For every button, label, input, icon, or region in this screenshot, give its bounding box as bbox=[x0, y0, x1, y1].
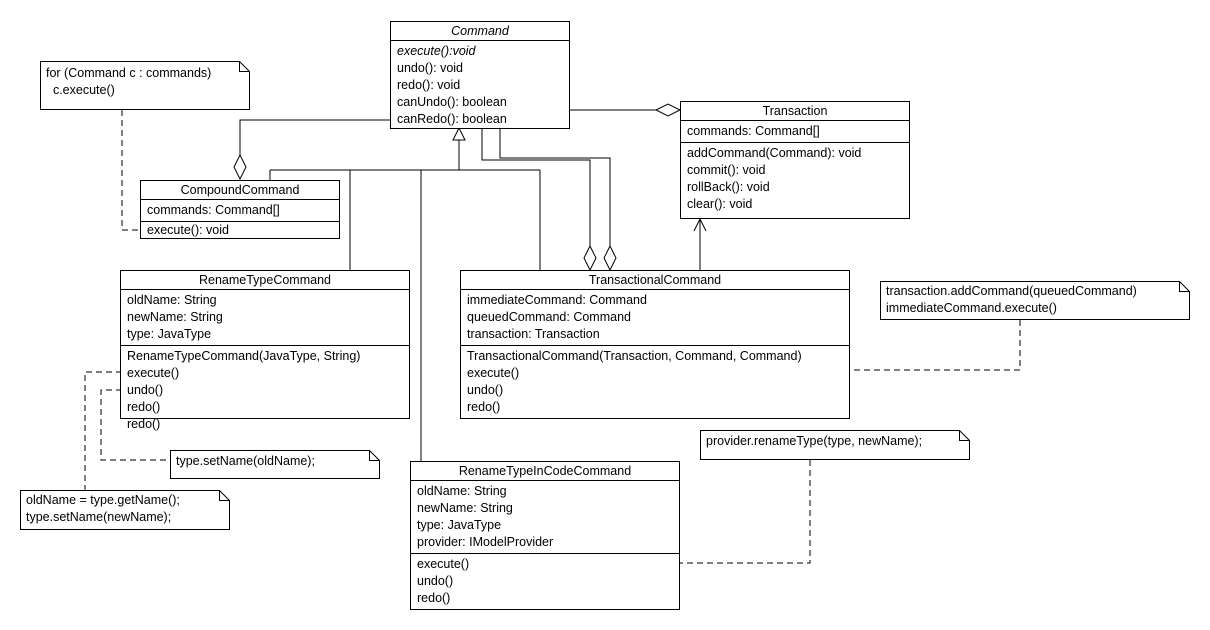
attribute: type: JavaType bbox=[127, 327, 212, 341]
note-shape bbox=[170, 450, 380, 479]
attribute: commands: Command[] bbox=[687, 124, 820, 138]
operation: undo(): void bbox=[397, 61, 464, 75]
note-compound-execute[interactable]: for (Command c : commands) c.execute() bbox=[40, 61, 250, 110]
attribute: oldName: String bbox=[417, 484, 507, 498]
class-compound-command[interactable]: CompoundCommand commands: Command[] exec… bbox=[140, 180, 340, 239]
transactional-aggregation-line-1 bbox=[481, 128, 591, 246]
class-name: RenameTypeInCodeCommand bbox=[411, 462, 679, 481]
attributes: immediateCommand: Command queuedCommand:… bbox=[461, 290, 849, 346]
note-line: for (Command c : commands) bbox=[46, 66, 212, 80]
attributes: oldName: String newName: String type: Ja… bbox=[411, 481, 679, 554]
class-rename-type-command[interactable]: RenameTypeCommand oldName: String newNam… bbox=[120, 270, 410, 431]
operation: RenameTypeCommand(JavaType, String) bbox=[127, 349, 361, 363]
class-name: CompoundCommand bbox=[141, 181, 339, 200]
attribute: type: JavaType bbox=[417, 518, 502, 532]
note-line: c.execute() bbox=[46, 83, 115, 97]
operation: undo() bbox=[467, 383, 504, 397]
attribute: immediateCommand: Command bbox=[467, 293, 647, 307]
attribute: newName: String bbox=[127, 310, 223, 324]
compound-aggregation-diamond bbox=[233, 153, 247, 181]
operations: RenameTypeCommand(JavaType, String) exec… bbox=[121, 346, 409, 435]
operations: execute() undo() redo() bbox=[411, 554, 679, 609]
generalization-arrowhead bbox=[452, 126, 466, 141]
transactional-aggregation-line-2 bbox=[499, 128, 611, 246]
note-anchor-rename-execute bbox=[84, 371, 122, 490]
note-line: immediateCommand.execute() bbox=[886, 301, 1057, 315]
operation: redo() bbox=[417, 591, 451, 605]
operation: execute() bbox=[417, 557, 470, 571]
operations: addCommand(Command): void commit(): void… bbox=[681, 143, 909, 215]
operation: clear(): void bbox=[687, 197, 753, 211]
operations: execute():void undo(): void redo(): void… bbox=[391, 41, 569, 130]
note-rename-undo[interactable]: type.setName(oldName); bbox=[170, 450, 380, 479]
operation: rollBack(): void bbox=[687, 180, 770, 194]
class-rename-type-in-code-command[interactable]: RenameTypeInCodeCommand oldName: String … bbox=[410, 461, 680, 610]
compound-aggregation-line bbox=[239, 119, 390, 155]
note-shape bbox=[700, 430, 970, 460]
note-shape bbox=[880, 281, 1190, 320]
operation: execute():void bbox=[397, 44, 476, 58]
class-name: Command bbox=[391, 22, 569, 41]
transactional-aggregation-diamond-2 bbox=[603, 244, 617, 272]
note-transactional-execute[interactable]: transaction.addCommand(queuedCommand) im… bbox=[880, 281, 1190, 320]
attribute: transaction: Transaction bbox=[467, 327, 600, 341]
operation: execute(): void bbox=[147, 223, 229, 237]
attributes: oldName: String newName: String type: Ja… bbox=[121, 290, 409, 346]
operation: TransactionalCommand(Transaction, Comman… bbox=[467, 349, 802, 363]
note-shape bbox=[40, 61, 250, 110]
note-anchor-rename-undo bbox=[100, 389, 170, 461]
operation: canRedo(): boolean bbox=[397, 112, 507, 126]
class-command[interactable]: Command execute():void undo(): void redo… bbox=[390, 21, 570, 129]
attributes: commands: Command[] bbox=[681, 121, 909, 143]
operation: redo() bbox=[127, 400, 161, 414]
attribute: newName: String bbox=[417, 501, 513, 515]
note-anchor-compound bbox=[121, 110, 146, 231]
note-rename-execute[interactable]: oldName = type.getName(); type.setName(n… bbox=[20, 490, 230, 530]
operation: undo() bbox=[127, 383, 164, 397]
operations: execute(): void bbox=[141, 222, 339, 241]
note-line: type.setName(newName); bbox=[26, 510, 172, 524]
note-line: oldName = type.getName(); bbox=[26, 493, 180, 507]
note-shape bbox=[20, 490, 230, 530]
note-line: transaction.addCommand(queuedCommand) bbox=[886, 284, 1137, 298]
class-transactional-command[interactable]: TransactionalCommand immediateCommand: C… bbox=[460, 270, 850, 419]
note-provider-rename[interactable]: provider.renameType(type, newName); bbox=[700, 430, 970, 460]
operation: redo() bbox=[467, 400, 501, 414]
class-name: RenameTypeCommand bbox=[121, 271, 409, 290]
operation: addCommand(Command): void bbox=[687, 146, 862, 160]
note-line: provider.renameType(type, newName); bbox=[706, 434, 923, 448]
class-name: TransactionalCommand bbox=[461, 271, 849, 290]
transactional-aggregation-diamond-1 bbox=[583, 244, 597, 272]
operations: TransactionalCommand(Transaction, Comman… bbox=[461, 346, 849, 418]
operation: execute() bbox=[467, 366, 520, 380]
attributes: commands: Command[] bbox=[141, 200, 339, 222]
attribute: oldName: String bbox=[127, 293, 217, 307]
note-line: type.setName(oldName); bbox=[176, 454, 315, 468]
operation: redo() bbox=[127, 417, 161, 431]
class-name: Transaction bbox=[681, 102, 909, 121]
operation: commit(): void bbox=[687, 163, 766, 177]
operation: canUndo(): boolean bbox=[397, 95, 507, 109]
operation: execute() bbox=[127, 366, 180, 380]
operation: undo() bbox=[417, 574, 454, 588]
attribute: commands: Command[] bbox=[147, 203, 280, 217]
attribute: provider: IModelProvider bbox=[417, 535, 554, 549]
transaction-association-arrow bbox=[693, 217, 707, 232]
transaction-aggregation-diamond bbox=[654, 103, 682, 117]
attribute: queuedCommand: Command bbox=[467, 310, 631, 324]
class-transaction[interactable]: Transaction commands: Command[] addComma… bbox=[680, 101, 910, 219]
operation: redo(): void bbox=[397, 78, 461, 92]
